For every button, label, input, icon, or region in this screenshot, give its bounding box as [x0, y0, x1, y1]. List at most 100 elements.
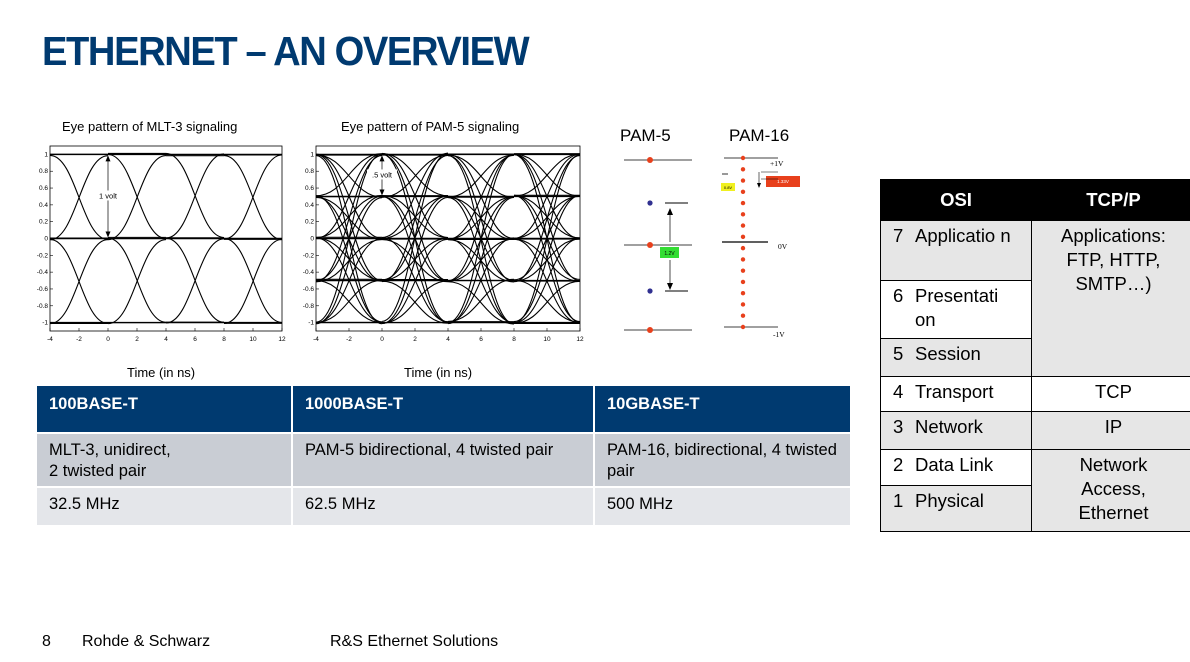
y-tick-label: -0.4	[37, 269, 49, 276]
pam16-level-dot	[741, 223, 745, 227]
y-tick-label: 0	[44, 236, 48, 243]
footer-presentation: R&S Ethernet Solutions	[330, 633, 498, 651]
x-tick-label: 4	[446, 336, 450, 343]
pam16-plus1v: +1V	[770, 159, 784, 168]
layer-number: 5	[893, 342, 915, 366]
ethernet-table-header-row: 100BASE-T 1000BASE-T 10GBASE-T	[37, 386, 851, 433]
x-tick-label: 10	[543, 336, 551, 343]
tcp-network-cell: IP	[1032, 412, 1190, 450]
y-tick-label: 1	[44, 151, 48, 158]
cell-10gbase-t-frequency: 500 MHz	[594, 487, 851, 525]
eye-pam5-chart: 10.80.60.40.20-0.2-0.4-0.6-0.8-1-4-20246…	[300, 140, 588, 365]
pam16-level-dot	[741, 302, 745, 306]
cell-1000base-t-frequency: 62.5 MHz	[292, 487, 594, 525]
y-tick-label: 0	[310, 236, 314, 243]
tcpip-header: TCP/P	[1032, 180, 1190, 221]
y-tick-label: -0.2	[303, 252, 315, 259]
osi-layer-2: 2Data Link Network Access, Ethernet	[881, 450, 1190, 486]
x-tick-label: 8	[512, 336, 516, 343]
y-tick-label: 0.2	[39, 219, 48, 226]
osi-layer-4: 4Transport TCP	[881, 377, 1190, 412]
layer-name: Session	[915, 342, 1011, 366]
pam16-label: PAM-16	[729, 126, 789, 146]
pam16-level-dot	[741, 246, 745, 250]
x-tick-label: 2	[135, 336, 139, 343]
cell-1000base-t-signaling: PAM-5 bidirectional, 4 twisted pair	[292, 433, 594, 487]
pam16-level-dot	[741, 314, 745, 318]
pam16-level-dot	[741, 201, 745, 205]
pam16-level-dot	[741, 257, 745, 261]
osi-header: OSI	[881, 180, 1032, 221]
eye-pam5-annotation: .5 volt	[372, 170, 393, 179]
layer-name: Physical	[915, 489, 1011, 513]
slide-title: ETHERNET – AN OVERVIEW	[42, 28, 528, 75]
tcp-transport-cell: TCP	[1032, 377, 1190, 412]
y-tick-label: 0.6	[305, 185, 314, 192]
pam16-level-dot	[741, 167, 745, 171]
eye-mlt3-title: Eye pattern of MLT-3 signaling	[62, 119, 237, 134]
pam16-level-dot	[741, 212, 745, 216]
layer-number: 2	[893, 453, 915, 477]
osi-layer-7: 7Applicatio n Applications: FTP, HTTP, S…	[881, 221, 1190, 281]
y-tick-label: -0.8	[303, 303, 315, 310]
x-tick-label: 4	[164, 336, 168, 343]
y-tick-label: -0.8	[37, 303, 49, 310]
eye-mlt3-chart: 10.80.60.40.20-0.2-0.4-0.6-0.8-1-4-20246…	[34, 140, 290, 365]
layer-number: 6	[893, 284, 915, 308]
osi-layer-3: 3Network IP	[881, 412, 1190, 450]
layer-number: 3	[893, 415, 915, 439]
pam16-level-dot	[741, 291, 745, 295]
x-tick-label: -4	[313, 336, 319, 343]
pam16-zero: 0V	[778, 242, 788, 251]
pam16-level-dot	[741, 235, 745, 239]
y-tick-label: -0.2	[37, 252, 49, 259]
footer-page-number: 8	[42, 633, 51, 651]
y-tick-label: -0.4	[303, 269, 315, 276]
header-100base-t: 100BASE-T	[37, 386, 292, 433]
pam16-red-label: 1.33V	[777, 179, 789, 184]
pam5-box-label: 1.2V	[664, 251, 675, 257]
pam5-levels-diagram: 1.2V	[620, 150, 700, 340]
cell-100base-t-frequency: 32.5 MHz	[37, 487, 292, 525]
x-tick-label: -2	[346, 336, 352, 343]
y-tick-label: 0.2	[305, 219, 314, 226]
osi-tcpip-table: OSI TCP/P 7Applicatio n Applications: FT…	[880, 179, 1190, 532]
y-tick-label: 0.6	[39, 185, 48, 192]
pam16-level-dot	[741, 178, 745, 182]
layer-number: 7	[893, 224, 915, 248]
eye-pam5-title: Eye pattern of PAM-5 signaling	[341, 119, 519, 134]
header-1000base-t: 1000BASE-T	[292, 386, 594, 433]
pam16-levels-diagram: 0.8V 1.33V +1V 0V -1V	[718, 150, 818, 345]
x-tick-label: 2	[413, 336, 417, 343]
footer-company: Rohde & Schwarz	[82, 633, 210, 651]
y-tick-label: -1	[308, 320, 314, 327]
x-tick-label: 6	[479, 336, 483, 343]
layer-name: Applicatio n	[915, 224, 1011, 248]
x-tick-label: 0	[106, 336, 110, 343]
cell-100base-t-signaling: MLT-3, unidirect, 2 twisted pair	[37, 433, 292, 487]
x-tick-label: 8	[222, 336, 226, 343]
x-tick-label: 6	[193, 336, 197, 343]
layer-name: Data Link	[915, 453, 1011, 477]
x-tick-label: 10	[249, 336, 257, 343]
pam16-level-dot	[741, 190, 745, 194]
ethernet-comparison-table: 100BASE-T 1000BASE-T 10GBASE-T MLT-3, un…	[37, 386, 852, 525]
layer-number: 4	[893, 380, 915, 404]
x-tick-label: 0	[380, 336, 384, 343]
ethernet-row-signaling: MLT-3, unidirect, 2 twisted pair PAM-5 b…	[37, 433, 851, 487]
layer-name: Transport	[915, 380, 1011, 404]
x-tick-label: -4	[47, 336, 53, 343]
layer-name: Network	[915, 415, 1011, 439]
y-tick-label: 0.8	[305, 168, 314, 175]
header-10gbase-t: 10GBASE-T	[594, 386, 851, 433]
y-tick-label: 0.8	[39, 168, 48, 175]
tcp-applications-cell: Applications: FTP, HTTP, SMTP…)	[1032, 221, 1190, 377]
osi-table-header-row: OSI TCP/P	[881, 180, 1190, 221]
cell-10gbase-t-signaling: PAM-16, bidirectional, 4 twisted pair	[594, 433, 851, 487]
y-tick-label: 0.4	[39, 202, 48, 209]
eye-mlt3-xlabel: Time (in ns)	[127, 365, 195, 380]
eye-mlt3-annotation: 1 volt	[99, 191, 118, 200]
y-tick-label: 1	[310, 151, 314, 158]
pam16-minus1v: -1V	[773, 330, 785, 339]
x-tick-label: -2	[76, 336, 82, 343]
